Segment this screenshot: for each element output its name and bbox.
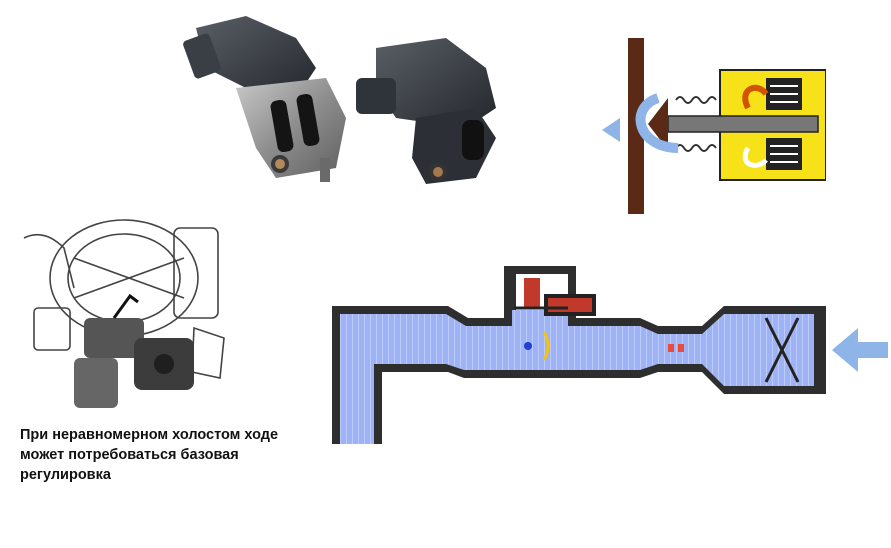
idle-air-valves-photo	[183, 16, 496, 184]
airflow-cutaway-diagram	[332, 266, 888, 444]
right-valve	[356, 38, 496, 184]
left-valve	[183, 16, 346, 182]
throttle-body-sketch	[23, 219, 225, 408]
spring-top	[675, 96, 717, 104]
throttle-plate	[542, 331, 550, 361]
filter-element	[764, 317, 800, 383]
plunger-rod	[667, 115, 819, 133]
idle-valve-parts	[74, 293, 194, 408]
wall-plate	[628, 38, 644, 214]
inlet-arrow	[832, 328, 888, 372]
air-channel	[340, 310, 814, 444]
airflow-arrow	[635, 93, 679, 153]
caption-line-2: может потребоваться базовая	[20, 447, 239, 463]
spring-bottom	[675, 144, 717, 152]
caption-line-3: регулировка	[20, 467, 111, 483]
plunger-head	[648, 98, 668, 150]
caption-line-1: При неравномерном холостом ходе	[20, 427, 279, 443]
solenoid-valve-diagram	[602, 38, 826, 214]
adjustment-caption: При неравномерном холостом ходе может по…	[20, 425, 340, 485]
